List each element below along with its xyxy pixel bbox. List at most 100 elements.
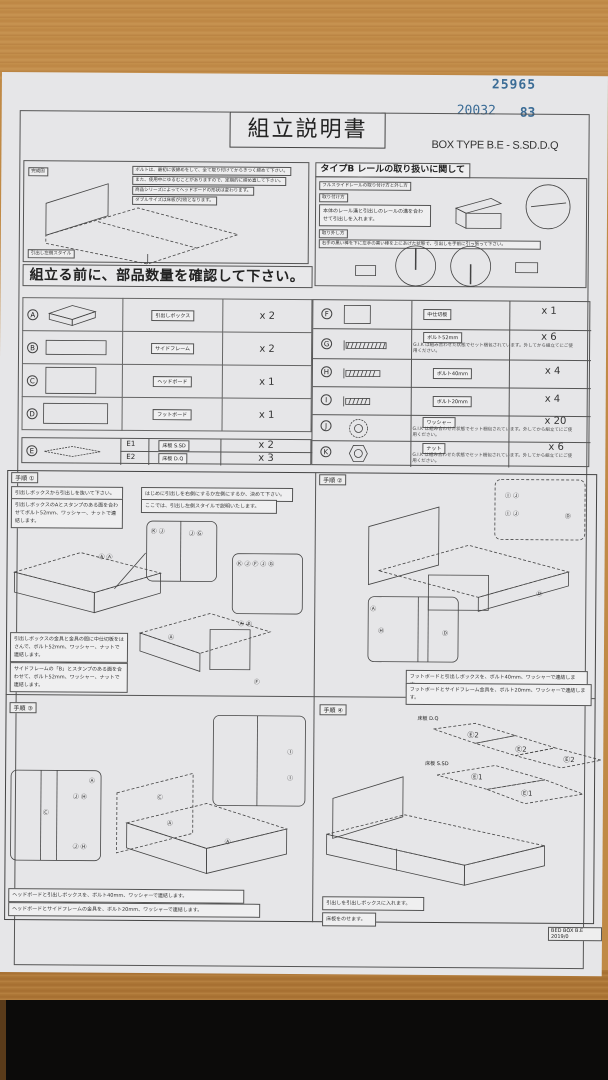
floor-board-icon [44,446,101,457]
completed-diagram-label: 完成図 [28,167,48,177]
step-3-diagram: Ⓐ Ⓒ Ⓙ Ⓗ Ⓙ Ⓗ Ⓒ Ⓐ Ⓐ Ⓘ Ⓘ [10,715,306,874]
parts-row: A 引出しボックス x 2 [22,297,312,333]
step-1-label: 手順 ① [11,472,39,484]
svg-text:Ⓔ1: Ⓔ1 [521,790,533,798]
check-parts-heading: 組立る前に、部品数量を確認して下さい。 [22,264,313,289]
part-id-h: H [320,366,332,378]
svg-text:Ⓚ Ⓙ Ⓕ Ⓙ Ⓖ: Ⓚ Ⓙ Ⓕ Ⓙ Ⓖ [237,560,275,568]
part-qty-f: x 1 [541,305,557,317]
rail-illustrations [355,184,571,287]
rail-section-panel: フルスライドレールの取り付け方と外し方 取り付け方 本体のレール溝と引出しのレー… [314,176,588,289]
part-qty-j: x 20 [544,415,567,427]
footer-code: BED BOX B.E 2019/0 [547,926,603,942]
model-name: BOX TYPE B.E - S.SD.D.Q [431,139,559,152]
wooden-table-top [0,0,608,80]
bed-completed-illustration [45,183,240,265]
part-note-k: G.I.K は組み合わせた状態でセット梱包されています。外してから組立てにご使用… [412,452,573,465]
document-title: 組立説明書 [229,111,386,149]
part-id-c: C [26,374,38,386]
svg-text:Ⓚ Ⓙ: Ⓚ Ⓙ [151,527,165,535]
part-qty-d: x 1 [221,398,312,432]
part-name-a: 引出しボックス [151,309,195,321]
side-frame-icon [45,339,107,356]
step-1-text-d: ここでは、引出し左側スタイルで説明いたします。 [140,498,278,514]
parts-table-left: A 引出しボックス x 2 B サイドフレーム x 2 C ヘッドボード x 1… [22,297,313,432]
washer-icon [349,419,368,438]
part-qty-i: x 4 [544,393,561,405]
step-1-text-e: 引出しボックスの金具と金具の間に中仕切板をはさんで、ボルト52mm、ワッシャー、… [9,632,129,663]
headboard-icon [45,366,97,395]
svg-text:Ⓘ: Ⓘ [287,748,293,756]
part-name-c: ヘッドボード [153,375,192,387]
step-2-diagram: Ⓘ Ⓙ Ⓘ Ⓙ Ⓓ Ⓐ Ⓗ Ⓓ Ⓓ [367,479,586,663]
drawer-box-icon [47,305,97,327]
svg-text:Ⓐ Ⓐ: Ⓐ Ⓐ [99,553,113,561]
svg-text:Ⓐ: Ⓐ [370,605,376,613]
part-id-e2: E2 [126,452,136,461]
drawer-left-style-label: 引出し左側スタイル [27,249,75,259]
bolt-40mm-icon [343,368,381,379]
parts-row: C ヘッドボード x 1 [22,363,312,399]
svg-text:Ⓐ: Ⓐ [167,819,173,827]
svg-text:Ⓔ2: Ⓔ2 [563,756,575,764]
footboard-icon [43,402,108,425]
part-qty-a: x 2 [222,299,312,333]
part-name-e2: 床板 D.Q [158,453,188,465]
bolt-52mm-icon [343,340,387,351]
parts-row: D フットボード x 1 [22,396,312,432]
part-name-e1: 床板 S.SD [158,440,190,452]
part-qty-e2: x 3 [258,452,274,464]
step-1-diagram: Ⓐ Ⓐ Ⓚ Ⓙ Ⓙ Ⓖ Ⓚ Ⓙ Ⓕ Ⓙ Ⓖ Ⓐ Ⓐ Ⓑ Ⓕ [13,520,303,686]
svg-text:Ⓐ: Ⓐ [168,633,174,641]
step-2-text-b: フットボードとサイドフレーム金具を、ボルト20mm、ワッシャーで連結します。 [405,682,592,707]
svg-text:Ⓕ: Ⓕ [254,678,260,686]
part-name-d: フットボード [153,408,192,420]
part-qty-c: x 1 [222,365,312,399]
part-id-g: G [321,338,333,350]
svg-text:Ⓙ Ⓗ: Ⓙ Ⓗ [73,793,87,801]
bolt-20mm-icon [343,396,371,407]
step-4-text-b: 床板をのせます。 [322,912,377,927]
instruction-sheet: 25965 20032 83 組立説明書 BOX TYPE B.E - S.SD… [0,72,608,977]
parts-table-right: F 中仕切板 x 1 G ボルト52mm G.I.K は組み合わせた状態でセット… [311,299,592,468]
part-name-g: ボルト52mm [423,331,463,344]
svg-text:Ⓗ: Ⓗ [378,627,384,635]
dark-floor [0,1000,608,1080]
partition-board-icon [343,304,371,324]
svg-text:Ⓙ Ⓖ: Ⓙ Ⓖ [189,529,203,537]
part-qty-b: x 2 [222,332,312,366]
intro-panel: 完成図 ボルトは、最初に仮締めをして、全て取り付けてからきつく締めて下さい。 ま… [22,160,310,265]
svg-text:Ⓓ: Ⓓ [536,590,542,598]
part-qty-h: x 4 [544,365,561,377]
part-qty-e1: x 2 [258,439,274,451]
part-id-j: J [320,420,332,432]
part-note-g: G.I.K は組み合わせた状態でセット梱包されています。外してから組立てにご使用… [413,342,573,355]
part-id-i: I [320,394,332,406]
svg-text:Ⓙ Ⓗ: Ⓙ Ⓗ [73,843,87,851]
svg-text:Ⓔ2: Ⓔ2 [467,731,479,739]
svg-text:Ⓐ: Ⓐ [89,777,95,785]
part-note-j: G.I.K は組み合わせた状態でセット梱包されています。外してから組立てにご使用… [412,426,573,439]
step-4-text-a: 引出しを引出しボックスに入れます。 [322,896,425,911]
stamp-number-top: 25965 [491,77,537,93]
step-3-text-b: ヘッドボードとサイドフレームの金具を、ボルト20mm、ワッシャーで連結します。 [8,902,261,918]
svg-text:Ⓘ Ⓙ: Ⓘ Ⓙ [505,492,519,500]
svg-text:Ⓓ: Ⓓ [442,629,448,637]
part-id-b: B [27,341,39,353]
svg-text:Ⓒ: Ⓒ [157,793,163,801]
part-qty-k: x 6 [548,441,564,453]
parts-row-e: E E1 床板 S.SD x 2 E2 床板 D.Q x 3 [21,437,313,466]
svg-text:Ⓘ Ⓙ: Ⓘ Ⓙ [505,510,519,518]
part-id-e1: E1 [126,439,136,448]
svg-text:Ⓓ: Ⓓ [565,512,571,520]
parts-row: B サイドフレーム x 2 [22,330,312,366]
svg-text:Ⓐ: Ⓐ [225,838,231,846]
part-id-d: D [26,407,38,419]
svg-text:Ⓔ2: Ⓔ2 [515,746,527,754]
part-name-b: サイドフレーム [151,342,195,354]
step-4-diagram: Ⓔ2 Ⓔ2 Ⓔ2 Ⓔ1 Ⓔ1 [326,722,602,886]
svg-text:Ⓐ Ⓑ: Ⓐ Ⓑ [238,620,252,628]
part-name-i: ボルト20mm [432,396,472,408]
step-1-text-f: サイドフレームの「B」とスタンプのある面を合わせて、ボルト52mm、ワッシャー、… [9,662,128,693]
part-name-f: 中仕切板 [423,308,452,321]
